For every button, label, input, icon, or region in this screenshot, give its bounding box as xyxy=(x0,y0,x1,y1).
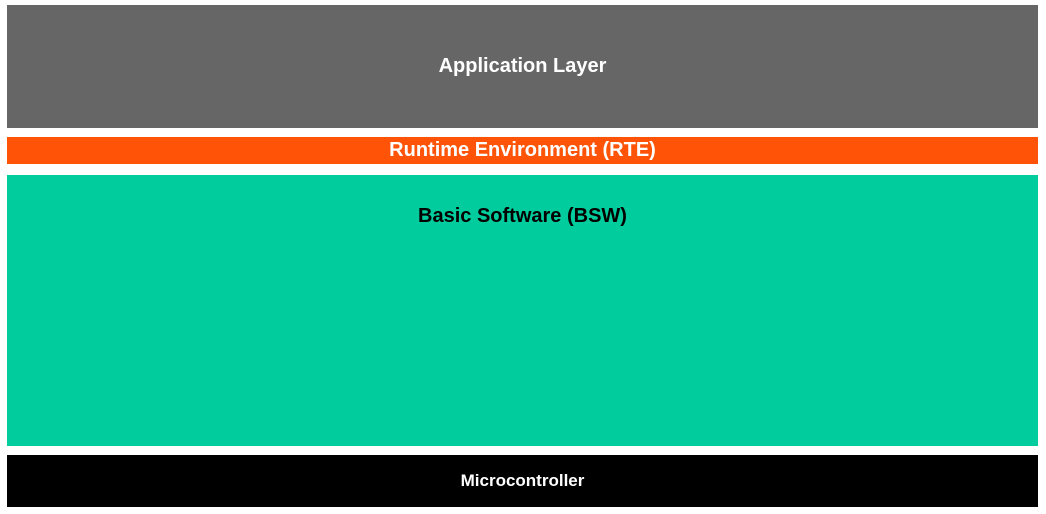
bsw-layer-block: Basic Software (BSW) xyxy=(7,175,1038,446)
microcontroller-layer-block: Microcontroller xyxy=(7,455,1038,507)
application-layer-block: Application Layer xyxy=(7,5,1038,128)
rte-layer-label: Runtime Environment (RTE) xyxy=(389,139,656,161)
rte-layer-block: Runtime Environment (RTE) xyxy=(7,137,1038,164)
application-layer-label: Application Layer xyxy=(438,55,607,77)
microcontroller-layer-label: Microcontroller xyxy=(460,471,585,490)
bsw-layer-label: Basic Software (BSW) xyxy=(418,205,627,227)
